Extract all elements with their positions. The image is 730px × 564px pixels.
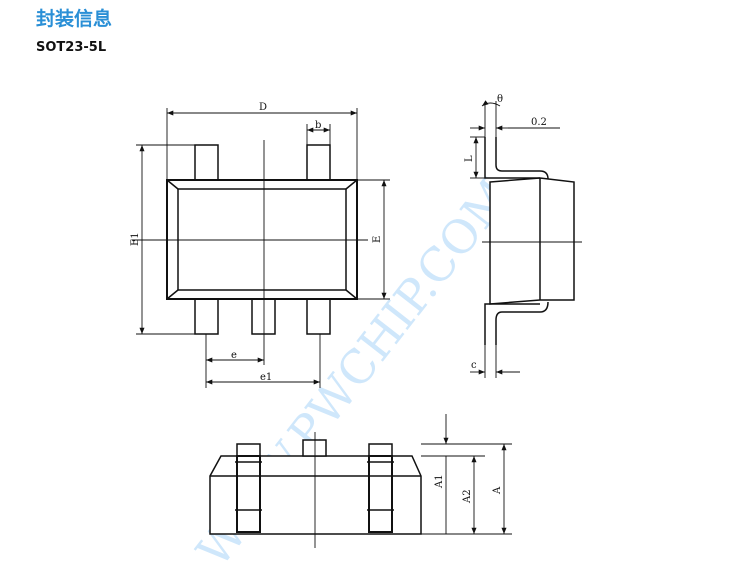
top-view <box>166 144 358 335</box>
dim-theta: θ <box>497 94 503 105</box>
dim-E1: E1 <box>130 232 141 246</box>
dim-c: c <box>471 360 477 371</box>
dim-A1: A1 <box>434 474 445 489</box>
package-body <box>166 179 358 300</box>
dim-A2: A2 <box>462 489 473 504</box>
top-lead-left <box>194 144 219 181</box>
dim-L: L <box>464 155 475 162</box>
front-view <box>209 439 422 535</box>
bottom-lead-3 <box>306 298 331 335</box>
section-title: 封装信息 <box>36 8 113 30</box>
top-lead-right <box>306 144 331 181</box>
dim-b: b <box>315 120 321 131</box>
dim-D: D <box>259 102 267 113</box>
bottom-lead-1 <box>194 298 219 335</box>
dim-E: E <box>372 236 383 243</box>
dim-e1: e1 <box>260 372 272 383</box>
dim-A: A <box>492 486 503 495</box>
side-view <box>484 137 575 345</box>
package-body-inner <box>177 188 347 291</box>
bottom-lead-2 <box>251 298 276 335</box>
package-name: SOT23-5L <box>36 40 107 55</box>
dim-gauge: 0.2 <box>531 117 547 128</box>
dim-e: e <box>231 350 237 361</box>
